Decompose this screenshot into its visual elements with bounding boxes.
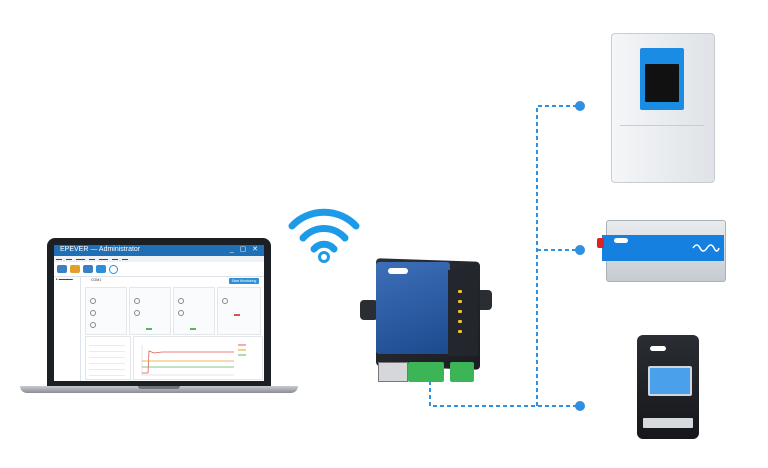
connection-status: COM1 bbox=[91, 278, 102, 282]
server-side-panel bbox=[448, 270, 478, 356]
device-tree-sidebar: ▸ ▬▬▬▬ bbox=[54, 276, 81, 381]
mounting-ear bbox=[360, 300, 378, 320]
status-led bbox=[458, 300, 462, 303]
menu-item-c[interactable]: ▬▬▬ bbox=[76, 257, 85, 261]
list-row bbox=[89, 357, 125, 358]
laptop-base bbox=[20, 386, 298, 393]
status-led bbox=[458, 320, 462, 323]
terminal-block-icon bbox=[450, 362, 474, 382]
status-indicator bbox=[190, 328, 196, 330]
print-icon[interactable] bbox=[96, 265, 106, 273]
list-row bbox=[89, 345, 125, 346]
laptop-notch bbox=[138, 386, 180, 389]
connection-dot bbox=[575, 101, 585, 111]
menu-item-b[interactable]: ▬▬ bbox=[66, 257, 72, 261]
status-led bbox=[458, 310, 462, 313]
battery-icon[interactable] bbox=[70, 265, 80, 273]
list-row bbox=[89, 375, 125, 376]
connection-dot bbox=[575, 245, 585, 255]
controller-terminals bbox=[643, 418, 693, 428]
server-front-panel bbox=[376, 262, 450, 354]
power-terminal-icon bbox=[597, 238, 604, 248]
controller-info-panel bbox=[217, 287, 261, 335]
gauge-icon bbox=[178, 310, 184, 316]
power-icon[interactable] bbox=[109, 265, 118, 274]
status-led bbox=[458, 290, 462, 293]
gauge-icon bbox=[178, 298, 184, 304]
gauge-icon bbox=[90, 310, 96, 316]
terminal-block-icon bbox=[408, 362, 444, 382]
controller-display bbox=[648, 366, 692, 396]
ethernet-port-icon bbox=[378, 362, 408, 382]
toolbar bbox=[54, 262, 264, 277]
monitoring-software-window: EPEVER — Administrator _ ▢ ✕ ▬▬ ▬▬ ▬▬▬ ▬… bbox=[54, 245, 264, 381]
status-indicator bbox=[146, 328, 152, 330]
window-controls[interactable]: _ ▢ ✕ bbox=[229, 246, 260, 253]
link-to-controller bbox=[429, 381, 580, 407]
gauge-icon bbox=[90, 298, 96, 304]
connection-dot bbox=[575, 401, 585, 411]
sidebar-item[interactable]: ▸ ▬▬▬▬ bbox=[56, 277, 73, 281]
gauge-icon bbox=[134, 310, 140, 316]
panel-icon[interactable] bbox=[83, 265, 93, 273]
realtime-chart-plot bbox=[141, 344, 246, 376]
link-to-hybrid-inverter bbox=[536, 105, 580, 406]
list-row bbox=[89, 369, 125, 370]
load-info-panel bbox=[173, 287, 215, 335]
gauge-icon bbox=[222, 298, 228, 304]
status-indicator bbox=[234, 314, 240, 316]
pv-info-panel bbox=[85, 287, 127, 335]
list-row bbox=[89, 351, 125, 352]
menu-bar: ▬▬ ▬▬ ▬▬▬ ▬▬ ▬▬▬ ▬▬ ▬▬ bbox=[54, 256, 264, 262]
hybrid-inverter-display bbox=[645, 64, 679, 102]
wifi-icon bbox=[288, 208, 360, 263]
window-title: EPEVER — Administrator bbox=[60, 246, 141, 253]
device-icon[interactable] bbox=[57, 265, 67, 273]
brand-logo bbox=[614, 238, 628, 243]
list-row bbox=[89, 363, 125, 364]
hybrid-inverter-divider bbox=[620, 125, 704, 126]
menu-item-f[interactable]: ▬▬ bbox=[112, 257, 118, 261]
dashboard-content: COM1 Start Monitoring bbox=[81, 276, 264, 381]
realtime-chart bbox=[133, 336, 263, 380]
menu-item-g[interactable]: ▬▬ bbox=[122, 257, 128, 261]
gauge-icon bbox=[90, 322, 96, 328]
start-monitoring-button[interactable]: Start Monitoring bbox=[229, 278, 259, 284]
energy-stats-list bbox=[85, 336, 131, 380]
brand-logo bbox=[388, 268, 408, 274]
menu-item-a[interactable]: ▬▬ bbox=[56, 257, 62, 261]
status-led bbox=[458, 330, 462, 333]
brand-logo bbox=[650, 346, 666, 351]
window-titlebar: EPEVER — Administrator _ ▢ ✕ bbox=[54, 245, 264, 256]
sine-wave-icon bbox=[692, 244, 720, 252]
gauge-icon bbox=[134, 298, 140, 304]
menu-item-e[interactable]: ▬▬▬ bbox=[99, 257, 108, 261]
menu-item-d[interactable]: ▬▬ bbox=[89, 257, 95, 261]
battery-info-panel bbox=[129, 287, 171, 335]
